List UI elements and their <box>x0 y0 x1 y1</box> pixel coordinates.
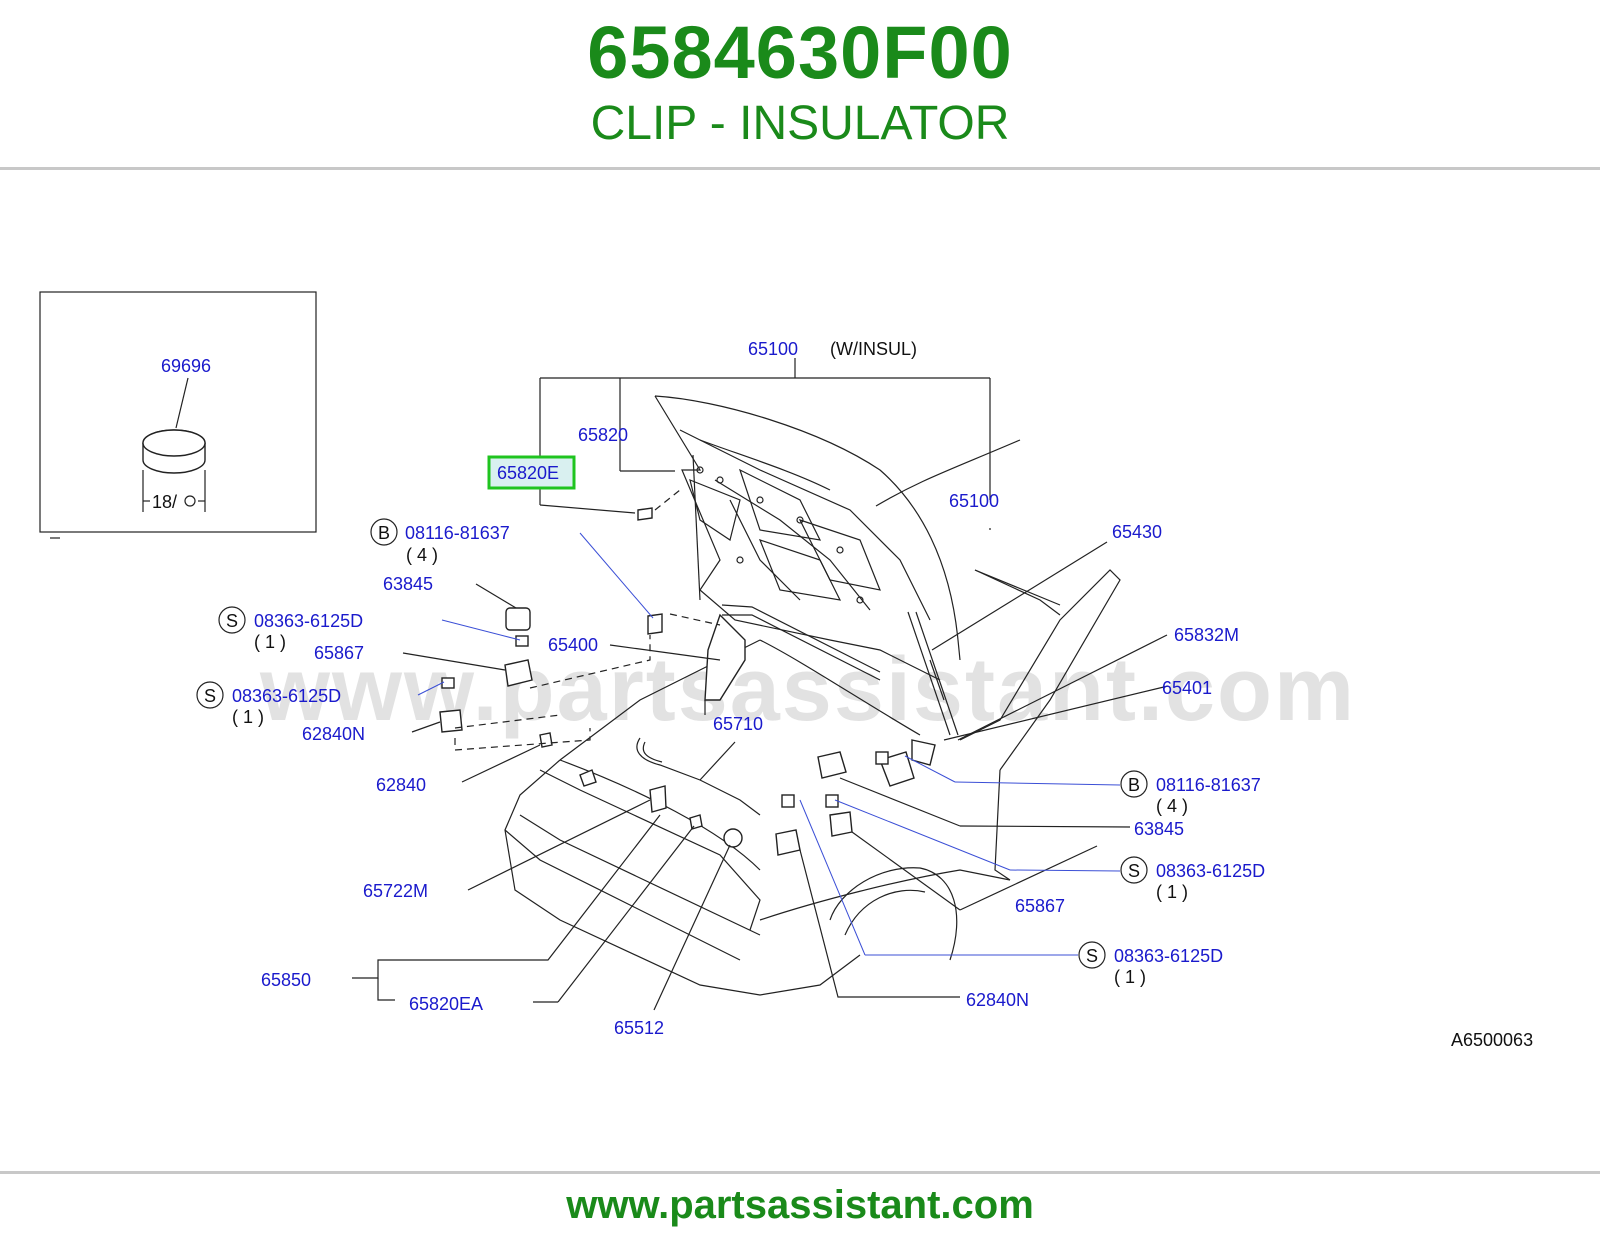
marker-s2 <box>196 681 224 709</box>
marker-b-left-text: B <box>378 523 390 543</box>
label-65100-right[interactable]: 65100 <box>949 491 999 511</box>
label-65512[interactable]: 65512 <box>614 1018 664 1038</box>
page-header: 6584630F00 CLIP - INSULATOR <box>0 0 1600 170</box>
label-s1-qty: ( 1 ) <box>254 632 286 652</box>
part-name-subtitle: CLIP - INSULATOR <box>590 97 1010 150</box>
label-65430[interactable]: 65430 <box>1112 522 1162 542</box>
label-69696[interactable]: 69696 <box>161 356 211 376</box>
blue-leader-lines <box>417 532 1121 956</box>
label-65710[interactable]: 65710 <box>713 714 763 734</box>
label-65722m[interactable]: 65722M <box>363 881 428 901</box>
label-s4-code[interactable]: 08363-6125D <box>1114 946 1223 966</box>
marker-s1 <box>218 606 246 634</box>
part-number-title: 6584630F00 <box>587 11 1013 94</box>
figure-code: A6500063 <box>1451 1030 1533 1050</box>
marker-s4-text: S <box>1086 946 1098 966</box>
label-b-left-code[interactable]: 08116-81637 <box>405 523 510 543</box>
marker-b-right-text: B <box>1128 775 1140 795</box>
label-65850[interactable]: 65850 <box>261 970 311 990</box>
marker-s3-text: S <box>1128 861 1140 881</box>
marker-s4 <box>1078 941 1106 969</box>
label-w-insul: (W/INSUL) <box>830 339 917 359</box>
markers: B S S B S S <box>196 518 1148 969</box>
label-62840n-right[interactable]: 62840N <box>966 990 1029 1010</box>
label-65400[interactable]: 65400 <box>548 635 598 655</box>
marker-s3 <box>1120 856 1148 884</box>
marker-b-left <box>370 518 398 546</box>
header-divider <box>0 167 1600 170</box>
label-s4-qty: ( 1 ) <box>1114 967 1146 987</box>
label-62840[interactable]: 62840 <box>376 775 426 795</box>
inset-box: 69696 18/ <box>39 291 317 539</box>
marker-s1-text: S <box>226 611 238 631</box>
hood-drawing <box>654 395 1061 736</box>
label-b-right-code[interactable]: 08116-81637 <box>1156 775 1261 795</box>
leader-lines <box>352 358 1169 1011</box>
label-65820ea[interactable]: 65820EA <box>409 994 483 1014</box>
highlight-box <box>487 455 576 490</box>
dimension-label: 18/ <box>152 492 177 512</box>
label-65820e[interactable]: 65820E <box>497 463 559 483</box>
label-s2-code[interactable]: 08363-6125D <box>232 686 341 706</box>
label-s1-code[interactable]: 08363-6125D <box>254 611 363 631</box>
label-b-right-qty: ( 4 ) <box>1156 796 1188 816</box>
label-65867-right[interactable]: 65867 <box>1015 896 1065 916</box>
label-62840n-left[interactable]: 62840N <box>302 724 365 744</box>
footer-divider <box>0 1171 1600 1174</box>
marker-b-right <box>1120 770 1148 798</box>
label-65867-left[interactable]: 65867 <box>314 643 364 663</box>
footer-url-link[interactable]: www.partsassistant.com <box>566 1183 1034 1227</box>
small-parts <box>439 507 936 856</box>
marker-s2-text: S <box>204 686 216 706</box>
label-65832m[interactable]: 65832M <box>1174 625 1239 645</box>
label-s2-qty: ( 1 ) <box>232 707 264 727</box>
label-65820[interactable]: 65820 <box>578 425 628 445</box>
label-63845-right[interactable]: 63845 <box>1134 819 1184 839</box>
label-s3-qty: ( 1 ) <box>1156 882 1188 902</box>
car-body-drawing <box>504 569 1121 996</box>
part-labels: 65100 (W/INSUL) 65820 65820E 65100 65430… <box>232 339 1533 1050</box>
label-65100-top[interactable]: 65100 <box>748 339 798 359</box>
label-s3-code[interactable]: 08363-6125D <box>1156 861 1265 881</box>
label-63845-left[interactable]: 63845 <box>383 574 433 594</box>
label-65401[interactable]: 65401 <box>1162 678 1212 698</box>
label-b-left-qty: ( 4 ) <box>406 545 438 565</box>
